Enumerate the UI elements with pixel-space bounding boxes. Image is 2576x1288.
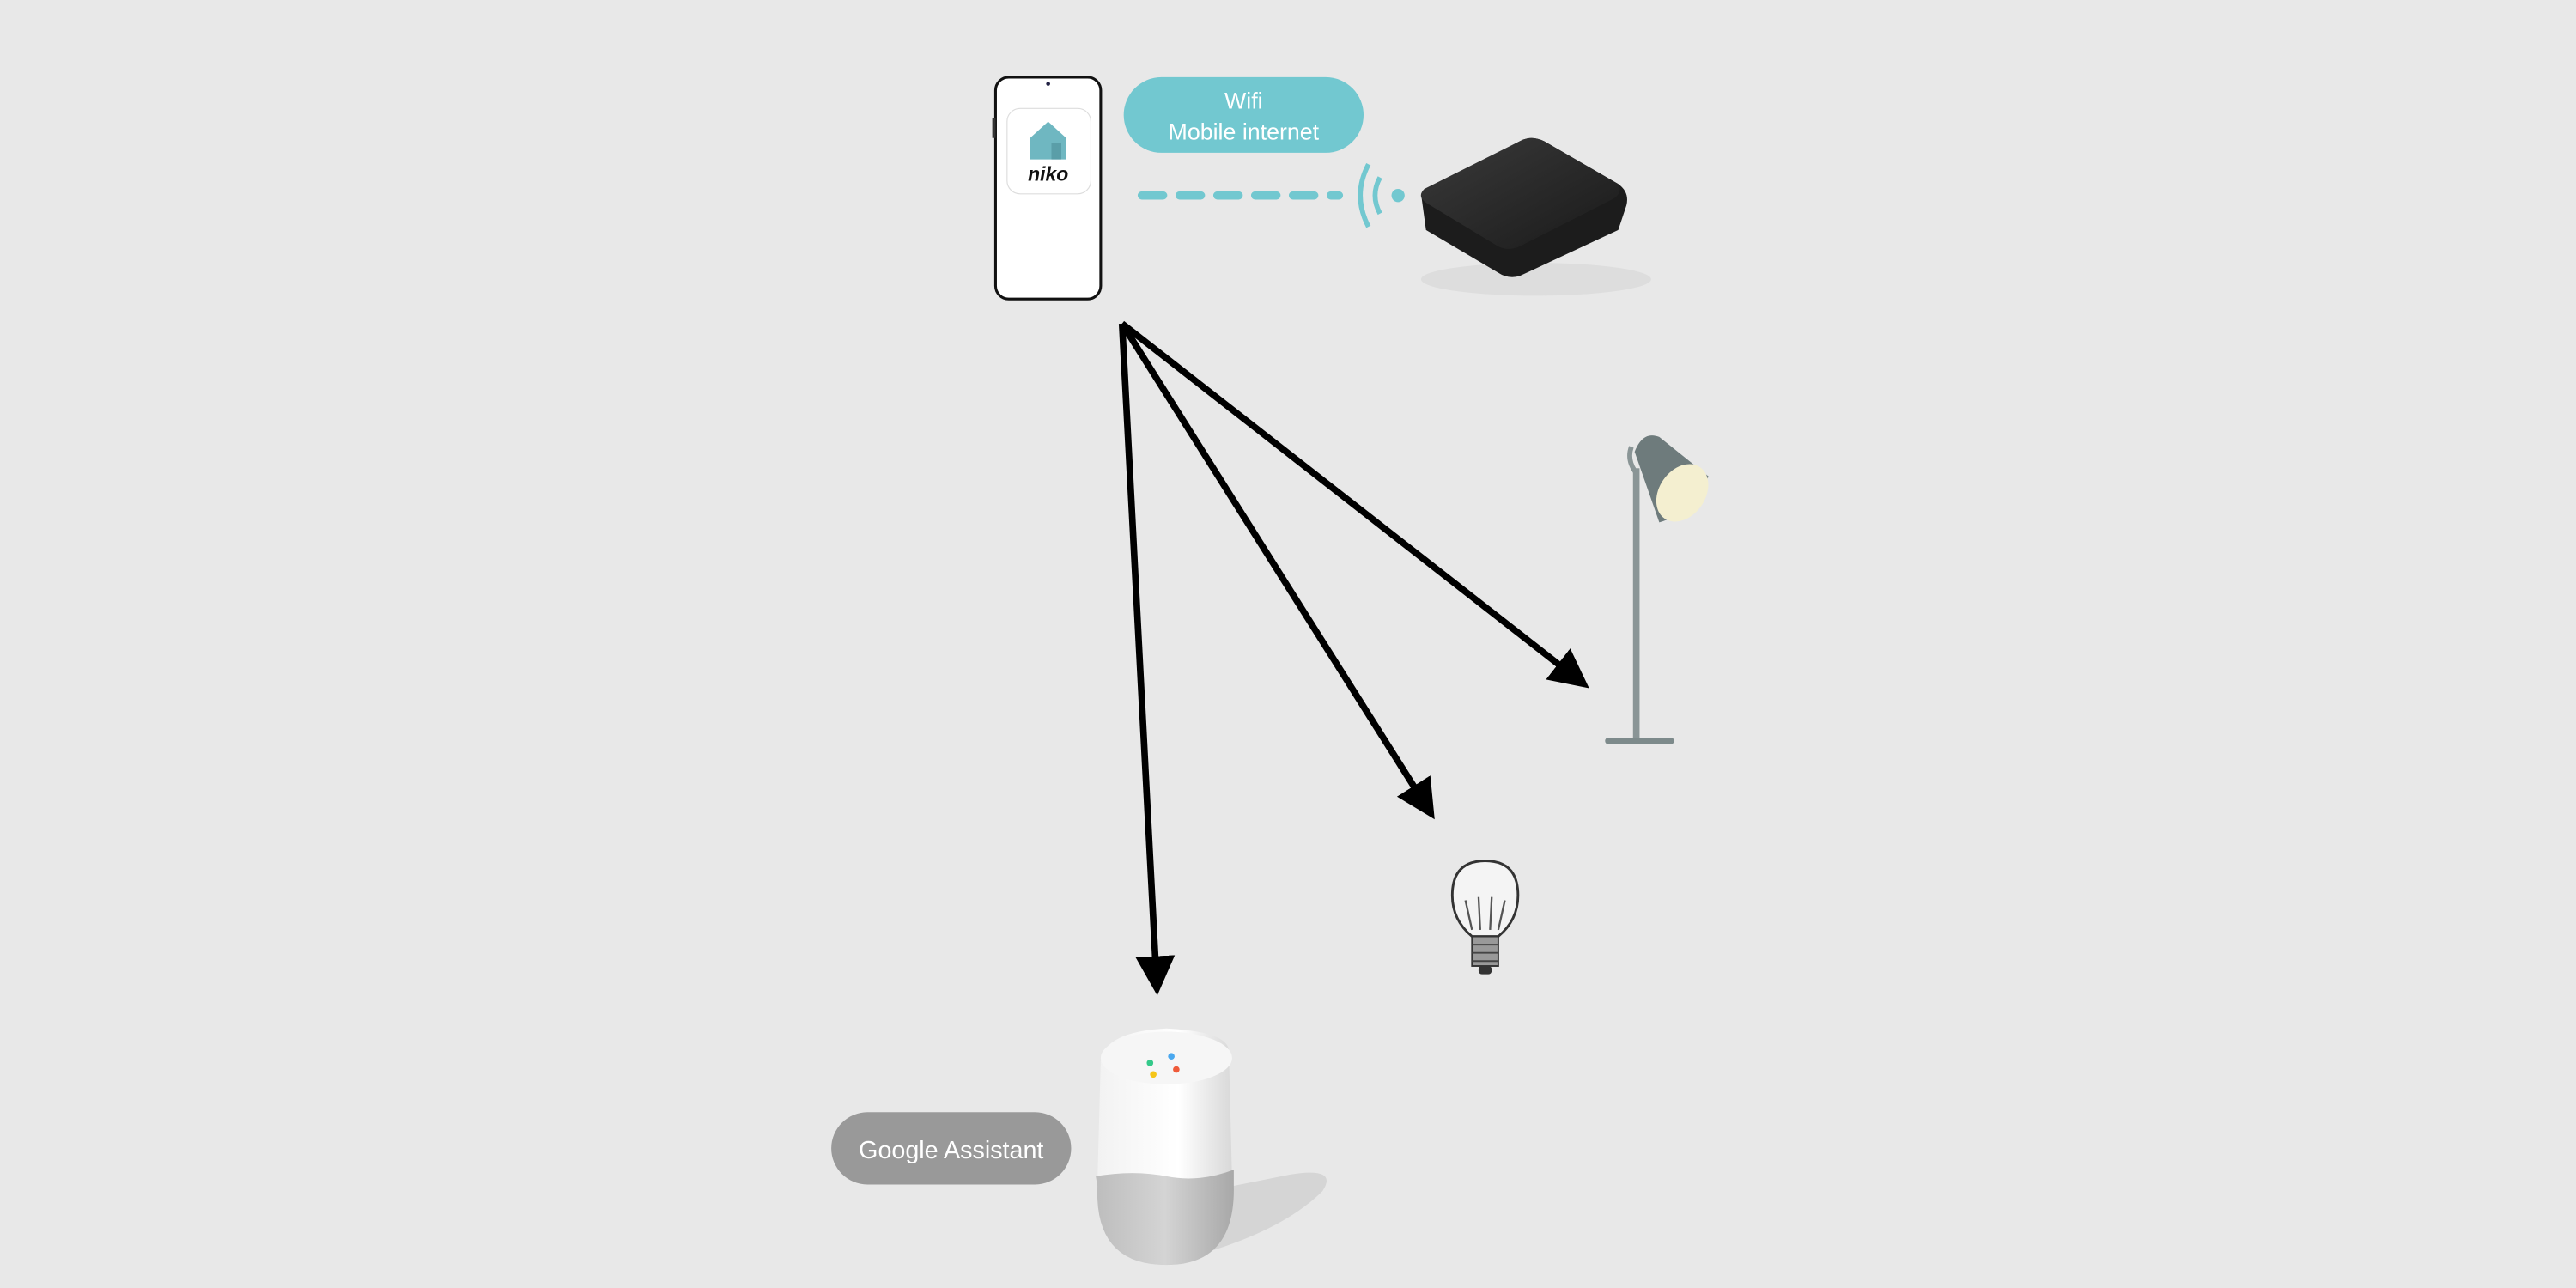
google-assistant-label: Google Assistant [831,1112,1072,1185]
wifi-signal-icon [1358,162,1405,228]
mobile-internet-label: Mobile internet [1169,119,1320,145]
arrow-to-bulb [1119,321,1435,820]
svg-text:niko: niko [1028,162,1068,185]
wifi-label: Wifi [1224,88,1263,113]
arrow-to-google-home [1118,323,1176,996]
hub-device-icon [1420,137,1651,296]
control-arrows [1118,320,1589,996]
google-home-speaker-icon [1096,1028,1327,1266]
google-assistant-text: Google Assistant [859,1137,1043,1164]
niko-app-icon: niko [1006,107,1091,195]
light-bulb-icon [1450,860,1520,975]
arrow-to-lamp [1120,320,1589,689]
connection-type-label: Wifi Mobile internet [1123,76,1364,153]
floor-lamp-icon [1605,435,1709,744]
